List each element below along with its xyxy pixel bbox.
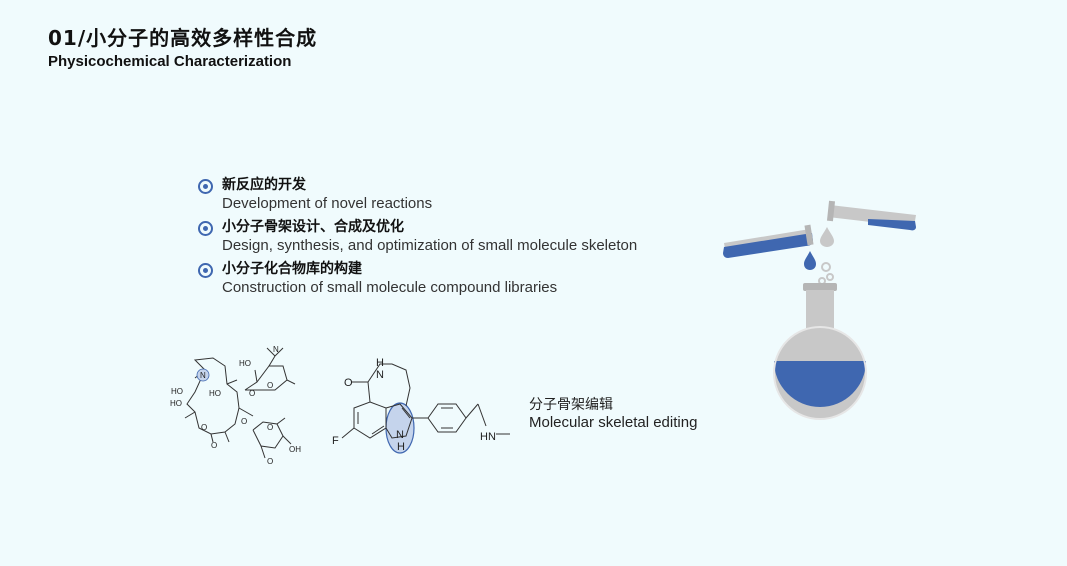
feature-description: Development of novel reactions	[222, 195, 433, 212]
feature-title: 小分子骨架设计、合成及优化	[222, 219, 404, 235]
feature-item: 新反应的开发 Development of novel reactions	[198, 176, 637, 214]
caption-en: Molecular skeletal editing	[529, 414, 698, 431]
atom-label: O	[267, 381, 273, 390]
indole-structure: H N O F N H HN	[332, 357, 510, 454]
page-subtitle: Physicochemical Characterization	[48, 53, 292, 70]
atom-label: HO	[170, 399, 182, 408]
feature-item: 小分子骨架设计、合成及优化 Design, synthesis, and opt…	[198, 218, 637, 256]
atom-label: N	[376, 369, 384, 381]
feature-description: Design, synthesis, and optimization of s…	[222, 237, 638, 254]
atom-label: O	[249, 389, 255, 398]
atom-label: HO	[239, 359, 251, 368]
atom-label: F	[332, 435, 339, 447]
target-icon	[198, 263, 213, 278]
page-header: 01/小分子的高效多样性合成 Physicochemical Character…	[48, 22, 317, 70]
atom-label: O	[201, 423, 207, 432]
macrolide-structure: N HO HO HO HO N O O O O O O OH O	[170, 345, 301, 466]
atom-label: O	[344, 377, 353, 389]
feature-description: Construction of small molecule compound …	[222, 279, 558, 296]
atom-label: HO	[171, 387, 183, 396]
atom-label: N	[396, 429, 404, 441]
target-icon	[198, 221, 213, 236]
caption-zh: 分子骨架编辑	[529, 397, 613, 413]
atom-label: H	[397, 441, 405, 453]
molecule-caption: 分子骨架编辑 Molecular skeletal editing	[529, 396, 697, 432]
atom-label: HN	[480, 431, 496, 443]
test-tube-left-icon	[723, 224, 814, 258]
atom-label: O	[267, 423, 273, 432]
page-title: 01/小分子的高效多样性合成	[48, 26, 318, 50]
feature-title: 新反应的开发	[222, 177, 306, 193]
atom-label: H	[376, 357, 384, 369]
target-icon	[198, 179, 213, 194]
atom-label: OH	[289, 445, 301, 454]
atom-label: N	[200, 371, 206, 380]
atom-label: N	[273, 345, 279, 354]
test-tube-right-icon	[826, 200, 916, 231]
atom-label: O	[241, 417, 247, 426]
flask-icon	[723, 200, 916, 420]
feature-item: 小分子化合物库的构建 Construction of small molecul…	[198, 260, 637, 298]
atom-label: O	[267, 457, 273, 466]
feature-title: 小分子化合物库的构建	[222, 261, 362, 277]
atom-label: O	[211, 441, 217, 450]
feature-list: 新反应的开发 Development of novel reactions 小分…	[198, 176, 637, 302]
atom-label: HO	[209, 389, 221, 398]
